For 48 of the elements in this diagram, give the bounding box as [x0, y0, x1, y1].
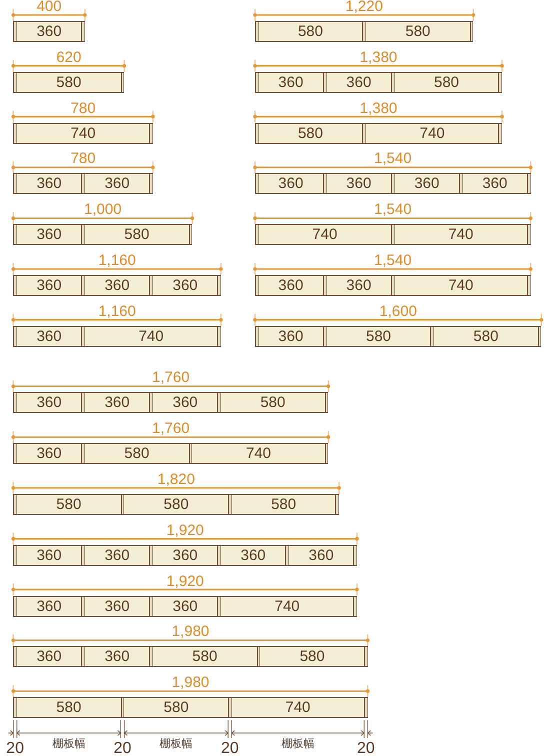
shelf-unit-bar	[255, 275, 531, 296]
shelf-unit-bar	[255, 173, 531, 194]
shelf-unit-bar	[13, 544, 357, 566]
dimension-label: 1,980	[170, 676, 210, 690]
dimension-label: 780	[70, 152, 97, 166]
dimension-label: 1,000	[83, 203, 123, 218]
shelf-unit-bar	[13, 494, 340, 515]
dimension-label: 1,220	[344, 0, 384, 14]
shelf-unit-bar	[13, 392, 328, 414]
dimension-label: 1,540	[373, 254, 413, 268]
dimension-label: 1,760	[151, 422, 191, 436]
shelf-unit-bar	[255, 72, 502, 93]
dimension-label: 1,160	[97, 254, 137, 268]
shelf-unit-bar	[13, 443, 328, 464]
shelf-unit-bar	[255, 224, 531, 246]
shelf-unit-bar	[255, 21, 474, 42]
dimension-label: 棚板幅	[158, 737, 194, 750]
shelf-unit-bar	[255, 326, 542, 347]
dimension-value: 20	[356, 741, 376, 756]
dimension-value: 20	[5, 741, 25, 756]
shelf-unit-bar	[13, 173, 153, 194]
shelf-unit-bar	[13, 697, 368, 718]
dimension-label: 棚板幅	[51, 737, 86, 750]
shelf-unit-bar	[13, 326, 221, 347]
shelf-unit-bar	[13, 21, 85, 42]
dimension-label: 1,540	[373, 203, 413, 218]
dimension-label: 1,920	[165, 574, 205, 588]
dimension-label: 620	[55, 50, 82, 65]
dimension-label: 1,600	[378, 304, 418, 319]
shelf-unit-bar	[13, 275, 221, 296]
shelf-unit-bar	[13, 596, 357, 616]
dimension-label: 400	[36, 0, 63, 14]
dimension-label: 1,540	[373, 152, 413, 166]
dimension-value: 20	[112, 741, 132, 756]
shelf-unit-bar	[255, 122, 502, 144]
dimension-label: 1,380	[358, 50, 398, 65]
dimension-label: 1,820	[156, 472, 196, 487]
dimension-label: 1,980	[170, 625, 210, 640]
dimension-label: 1,160	[97, 304, 137, 319]
dimension-value: 20	[220, 741, 240, 756]
dimension-label: 1,920	[165, 524, 205, 538]
shelf-unit-bar	[13, 646, 368, 668]
dimension-label: 1,380	[358, 102, 398, 116]
shelf-board: 580	[326, 326, 430, 346]
dimension-label: 780	[70, 102, 97, 116]
shelf-unit-bar	[13, 224, 192, 246]
dimension-label: 1,760	[151, 371, 191, 386]
dimension-label: 棚板幅	[280, 737, 316, 750]
